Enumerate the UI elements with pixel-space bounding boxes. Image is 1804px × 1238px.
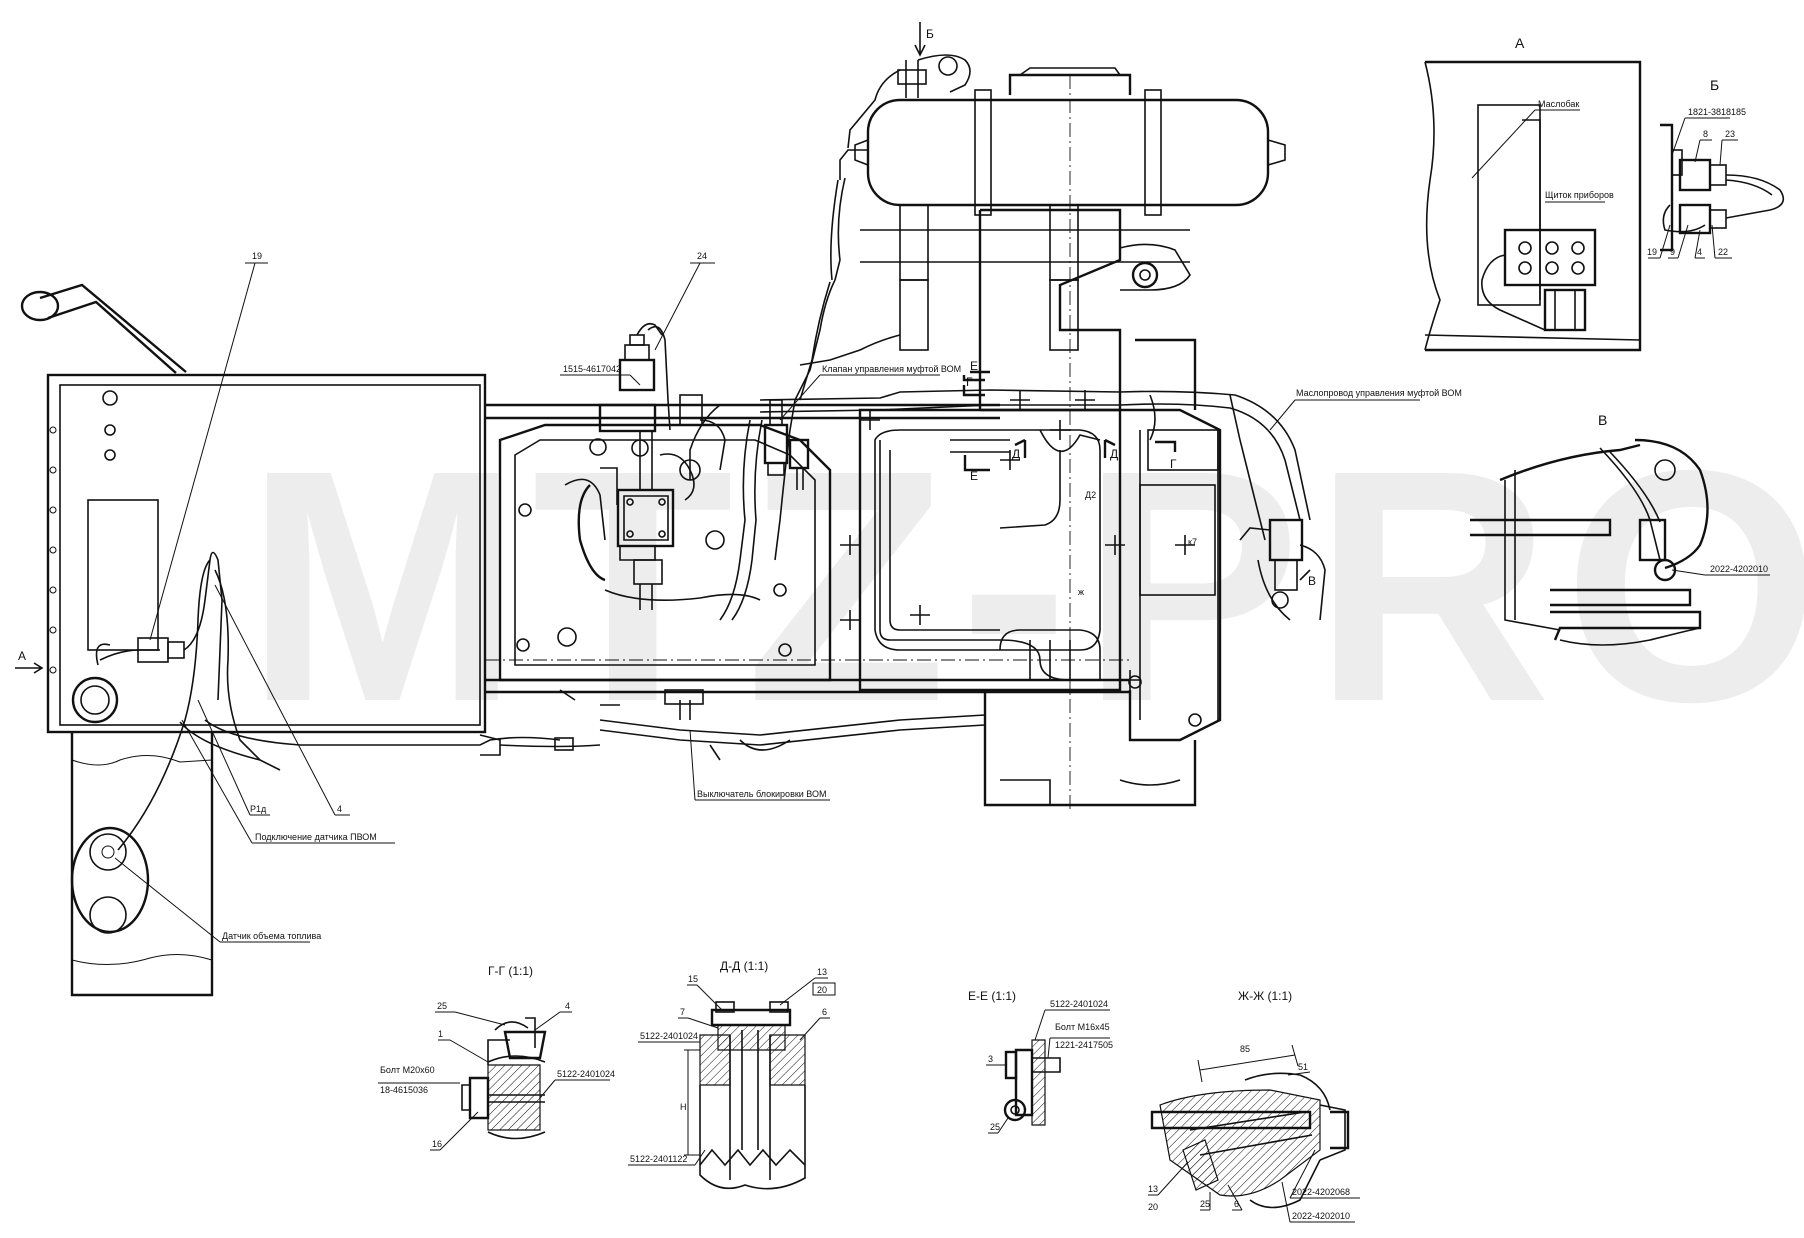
rear-valve [1239, 518, 1326, 621]
dd-label-5122-bottom: 5122-2401122 [630, 1154, 687, 1164]
note-valve-coils: Клапан управления муфтой ВОМ [822, 364, 961, 374]
callout-e-bottom: Е [970, 469, 978, 483]
ee-label-25: 25 [990, 1122, 1000, 1132]
callout-d2: Д2 [1085, 490, 1096, 500]
ee-label-bolt: Болт М16х45 [1055, 1022, 1110, 1032]
view-b-label-4: 4 [1697, 247, 1702, 257]
dd-label-15: 15 [688, 974, 698, 984]
callout-g-left: Г [966, 375, 973, 389]
left-cab-block [20, 283, 487, 734]
section-markers: Г Г Е Е Д Д Д2 к7 ж В [962, 359, 1316, 597]
section-zhzh-title: Ж-Ж (1:1) [1238, 989, 1292, 1003]
piping-network [559, 279, 1311, 761]
section-zh-zh: Ж-Ж (1:1) 85 51 13 20 25 6 2022-4202068 … [1148, 989, 1360, 1223]
callout-v: В [1308, 574, 1316, 588]
zh-label-2022-068: 2022-4202068 [1292, 1187, 1350, 1197]
zh-label-6: 6 [1234, 1199, 1239, 1209]
dd-label-6: 6 [822, 1007, 827, 1017]
view-v-title: В [1598, 412, 1607, 428]
note-pto-switch: Выключатель блокировки ВОМ [697, 789, 827, 799]
ee-label-5122: 5122-2401024 [1050, 999, 1108, 1009]
callout-1515-4617042: 1515-4617042 [563, 364, 621, 374]
air-receiver [854, 67, 1286, 351]
gg-label-1: 1 [438, 1029, 443, 1039]
pto-valve-assembly [564, 322, 810, 610]
dd-label-20: 20 [817, 985, 827, 995]
view-b: Б 1821-3818185 8 23 19 9 4 22 [1647, 77, 1785, 259]
dd-label-7: 7 [680, 1007, 685, 1017]
section-gg-title: Г-Г (1:1) [488, 964, 533, 978]
top-valve: Б [830, 22, 971, 281]
zh-label-20: 20 [1148, 1202, 1158, 1212]
view-b-title: Б [1710, 77, 1719, 93]
gg-label-1861: 18-4615036 [380, 1085, 428, 1095]
note-pto-pipe: Маслопровод управления муфтой ВОМ [1296, 388, 1462, 398]
dd-label-5122-top: 5122-2401024 [640, 1031, 698, 1041]
gg-label-4: 4 [565, 1001, 570, 1011]
watermark-text: MTZ-PRO [245, 401, 1804, 770]
callout-4-main: 4 [337, 804, 342, 814]
section-dd-title: Д-Д (1:1) [720, 959, 768, 973]
ee-label-1221: 1221-2417505 [1055, 1040, 1113, 1050]
callout-zh: ж [1078, 587, 1084, 597]
section-d-d: Д-Д (1:1) Н 15 13 20 7 6 5122-2401024 51… [628, 959, 836, 1190]
callout-k7: к7 [1188, 537, 1197, 547]
view-b-label-22: 22 [1718, 247, 1728, 257]
view-b-label-19: 19 [1647, 247, 1657, 257]
section-g-g: Г-Г (1:1) 25 4 1 Болт М20х60 18-4615036 … [378, 964, 615, 1151]
section-ee-title: Е-Е (1:1) [968, 989, 1016, 1003]
view-b-label-8: 8 [1703, 129, 1708, 139]
callout-b-top: Б [926, 27, 934, 41]
zh-label-2022-010: 2022-4202010 [1292, 1211, 1350, 1221]
note-dashboard: Щиток приборов [1545, 190, 1614, 200]
view-a-title: А [1515, 35, 1525, 51]
view-v: В 2022-4202010 [1470, 412, 1770, 646]
gg-label-25: 25 [437, 1001, 447, 1011]
lower-pipes [479, 689, 704, 756]
view-v-label-2022: 2022-4202010 [1710, 564, 1768, 574]
section-e-e: Е-Е (1:1) 5122-2401024 Болт М16х45 1221-… [968, 989, 1113, 1134]
callout-a-left: А [18, 649, 26, 663]
zh-label-85: 85 [1240, 1044, 1250, 1054]
note-pto-sensor: Подключение датчика ПВОМ [255, 832, 377, 842]
note-oil-tank: Маслобак [1538, 99, 1579, 109]
left-wiring [95, 551, 561, 851]
ee-label-3: 3 [988, 1054, 993, 1064]
note-fuel-sensor: Датчик объема топлива [222, 931, 321, 941]
callout-d-left: Д [1012, 447, 1020, 461]
view-a: А Маслобак Щиток приборов [1424, 35, 1642, 352]
view-b-label-part: 1821-3818185 [1688, 107, 1746, 117]
dd-label-13: 13 [817, 967, 827, 977]
view-arrow-a: А [15, 649, 44, 674]
view-b-label-23: 23 [1725, 129, 1735, 139]
zh-label-51: 51 [1298, 1062, 1308, 1072]
callout-24: 24 [697, 251, 707, 261]
fastener-crosses [840, 390, 1195, 690]
zh-label-13: 13 [1148, 1184, 1158, 1194]
view-b-label-9: 9 [1670, 247, 1675, 257]
callout-r1d: Р1д [250, 804, 267, 814]
callout-19: 19 [252, 251, 262, 261]
central-frame [485, 208, 1222, 807]
main-leaders: 19 24 1515-4617042 Клапан управления муф… [114, 251, 1462, 943]
gg-label-5122: 5122-2401024 [557, 1069, 615, 1079]
callout-d-right: Д [1110, 447, 1118, 461]
lower-left-housing [70, 732, 214, 997]
callout-g-right: Г [1170, 457, 1177, 471]
gg-label-bolt: Болт М20х60 [380, 1065, 435, 1075]
zh-label-25: 25 [1200, 1199, 1210, 1209]
dd-label-h: Н [680, 1102, 687, 1112]
callout-e-top: Е [970, 359, 978, 373]
gg-label-16: 16 [432, 1139, 442, 1149]
